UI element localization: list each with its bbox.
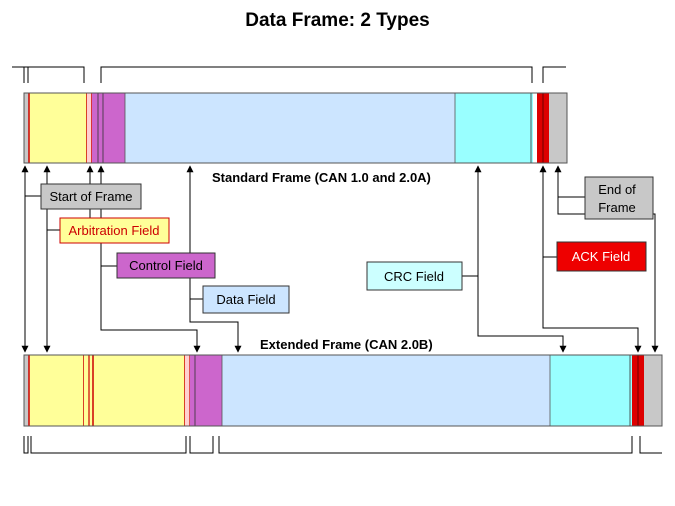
std-end-of-frame: [549, 93, 567, 163]
std-control-field: [92, 93, 125, 163]
extended-bus-lines: [23, 436, 662, 454]
data-field-label: Data Field: [216, 292, 275, 307]
ack-field-label: ACK Field: [572, 249, 631, 264]
ack-field-box: ACK Field: [556, 241, 647, 272]
standard-frame-bar: [23, 92, 568, 164]
std-crc-field: [455, 93, 533, 163]
data-field-box: Data Field: [202, 285, 290, 314]
end-of-frame-label-line1: End of: [598, 182, 636, 197]
page-title: Data Frame: 2 Types: [245, 10, 430, 31]
crc-field-label: CRC Field: [384, 269, 444, 284]
ext-crc-field: [550, 355, 632, 426]
std-arbitration-field: [29, 93, 87, 163]
ext-data-field: [222, 355, 550, 426]
ext-end-of-frame: [644, 355, 662, 426]
standard-bus-lines: [12, 66, 566, 83]
control-field-label: Control Field: [129, 258, 203, 273]
standard-frame-label: Standard Frame (CAN 1.0 and 2.0A): [212, 170, 431, 185]
arbitration-field-box: Arbitration Field: [59, 217, 170, 244]
std-data-field: [125, 93, 455, 163]
arbitration-field-label: Arbitration Field: [68, 223, 159, 238]
ext-arbitration-field: [29, 355, 185, 426]
extended-frame-bar: [23, 354, 663, 427]
end-of-frame-label-line2: Frame: [598, 200, 636, 215]
ext-start-of-frame: [24, 355, 29, 426]
crc-field-box: CRC Field: [366, 261, 463, 291]
start-of-frame-box: Start of Frame: [40, 183, 142, 210]
extended-frame-label: Extended Frame (CAN 2.0B): [260, 337, 433, 352]
control-field-box: Control Field: [116, 252, 216, 279]
start-of-frame-label: Start of Frame: [49, 189, 132, 204]
end-of-frame-box: End of Frame: [584, 176, 654, 220]
